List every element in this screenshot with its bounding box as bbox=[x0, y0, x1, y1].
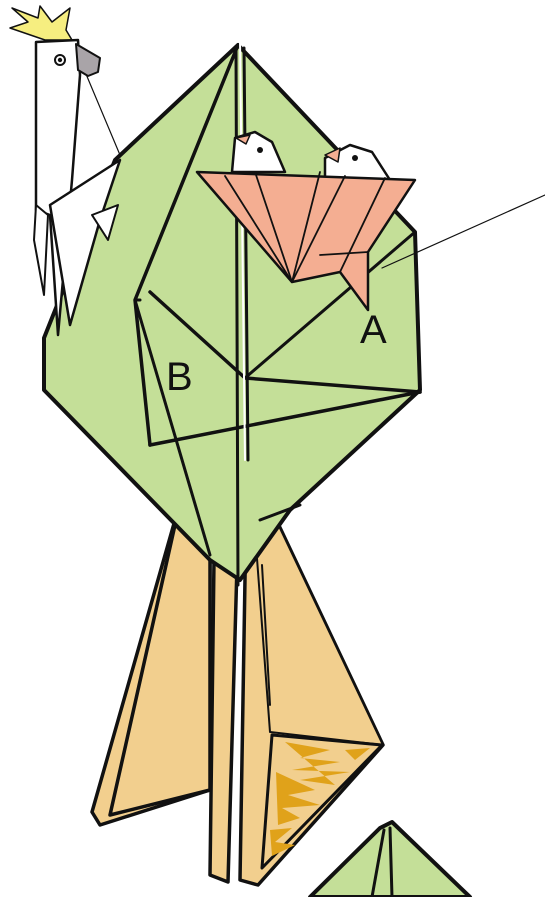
label-b: B bbox=[166, 355, 193, 399]
label-a: A bbox=[360, 308, 387, 352]
cockatoo-beak-icon bbox=[76, 44, 100, 76]
second-model-peek bbox=[310, 822, 470, 897]
cockatoo-crest-icon bbox=[10, 6, 72, 40]
